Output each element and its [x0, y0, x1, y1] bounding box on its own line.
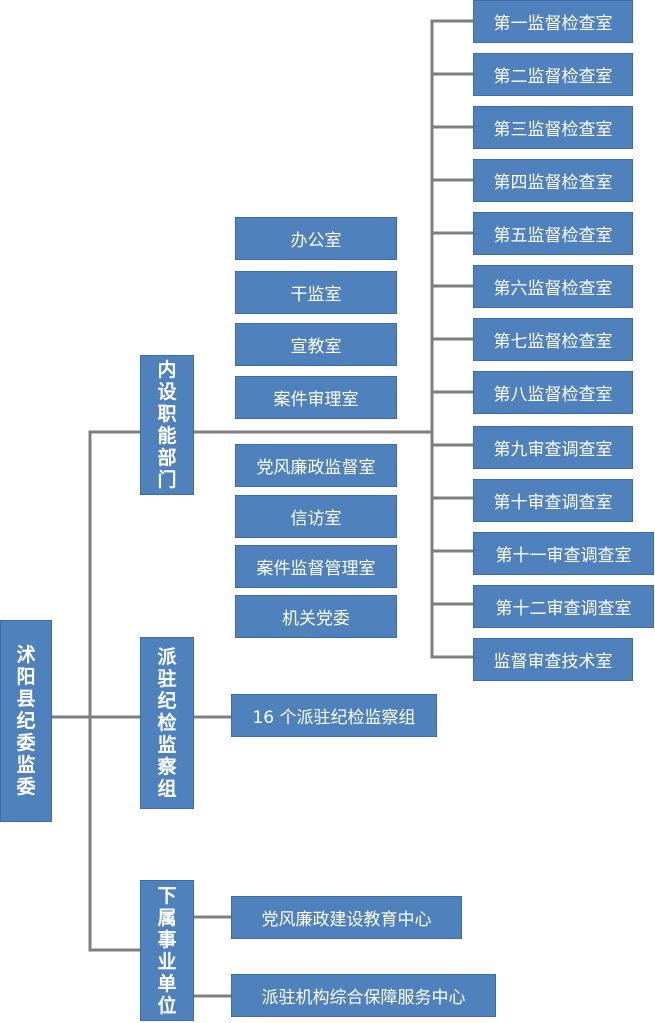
office-node: 案件监督管理室	[235, 545, 397, 588]
office-node: 案件审理室	[235, 376, 397, 419]
office-label: 干监室	[290, 285, 342, 305]
office-label: 党风廉政监督室	[256, 458, 376, 478]
inspection-room-node: 第一监督检查室	[473, 0, 633, 43]
office-node: 党风廉政监督室	[235, 444, 397, 487]
office-node: 信访室	[235, 495, 397, 538]
inspection-room-label: 第六监督检查室	[493, 279, 613, 299]
inspection-room-label: 第二监督检查室	[493, 67, 613, 87]
inspection-room-label: 第十审查调查室	[493, 493, 613, 513]
inspection-room-node: 第三监督检查室	[473, 106, 633, 149]
inspection-room-node: 第二监督检查室	[473, 53, 633, 96]
affiliated-unit-node: 党风廉政建设教育中心	[231, 896, 462, 939]
inspection-room-node: 第八监督检查室	[473, 371, 633, 414]
inspection-room-label: 第九审查调查室	[493, 440, 613, 460]
affiliated-unit-label: 派驻机构综合保障服务中心	[261, 988, 466, 1008]
inspection-room-label: 第八监督检查室	[493, 385, 613, 405]
branch-internal-label: 内设职能部门	[157, 359, 177, 491]
inspection-room-node: 第六监督检查室	[473, 265, 633, 308]
inspection-room-node: 第十一审查调查室	[473, 532, 654, 575]
office-label: 信访室	[290, 509, 342, 529]
office-label: 办公室	[290, 231, 342, 251]
branch-affiliated: 下属事业单位	[140, 880, 194, 1021]
inspection-room-label: 第四监督检查室	[493, 173, 613, 193]
inspection-room-label: 第十二审查调查室	[495, 599, 632, 619]
stationed-groups-node: 16 个派驻纪检监察组	[231, 694, 437, 737]
inspection-room-label: 第五监督检查室	[493, 226, 613, 246]
office-node: 宣教室	[235, 323, 397, 366]
inspection-room-node: 第七监督检查室	[473, 318, 633, 361]
stationed-groups-label: 16 个派驻纪检监察组	[252, 708, 416, 728]
office-node: 机关党委	[235, 595, 397, 638]
inspection-room-node: 第十二审查调查室	[473, 585, 654, 628]
inspection-room-node: 第十审查调查室	[473, 479, 633, 522]
inspection-room-label: 第十一审查调查室	[495, 546, 632, 566]
office-label: 宣教室	[290, 337, 342, 357]
inspection-room-node: 监督审查技术室	[473, 638, 633, 681]
root-node: 沭阳县纪委监委	[0, 620, 52, 822]
office-node: 办公室	[235, 217, 397, 260]
inspection-room-label: 监督审查技术室	[493, 652, 613, 672]
inspection-room-label: 第三监督检查室	[493, 120, 613, 140]
branch-stationed-label: 派驻纪检监察组	[157, 646, 177, 800]
office-node: 干监室	[235, 271, 397, 314]
office-label: 机关党委	[282, 609, 350, 629]
root-label: 沭阳县纪委监委	[16, 644, 36, 798]
inspection-room-node: 第五监督检查室	[473, 212, 633, 255]
inspection-room-label: 第一监督检查室	[493, 14, 613, 34]
inspection-room-node: 第四监督检查室	[473, 159, 633, 202]
office-label: 案件审理室	[273, 390, 359, 410]
branch-internal: 内设职能部门	[140, 355, 194, 495]
branch-stationed: 派驻纪检监察组	[140, 637, 194, 809]
branch-affiliated-label: 下属事业单位	[157, 884, 177, 1017]
inspection-room-label: 第七监督检查室	[493, 332, 613, 352]
affiliated-unit-node: 派驻机构综合保障服务中心	[231, 974, 496, 1017]
office-label: 案件监督管理室	[256, 559, 376, 579]
inspection-room-node: 第九审查调查室	[473, 426, 633, 469]
affiliated-unit-label: 党风廉政建设教育中心	[261, 910, 432, 930]
